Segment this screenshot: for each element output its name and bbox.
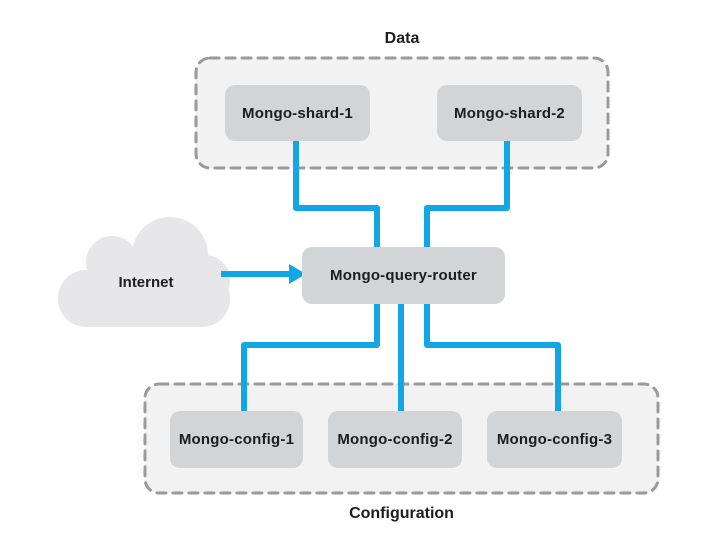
node-mongo-shard-2: Mongo-shard-2 [437,85,582,141]
connector-shard2-router [424,141,510,248]
node-mongo-config-2: Mongo-config-2 [328,411,462,468]
node-mongo-config-1: Mongo-config-1 [170,411,303,468]
node-mongo-config-3: Mongo-config-3 [487,411,622,468]
connector-router-config1 [241,303,380,412]
config-zone-label: Configuration [349,505,454,522]
node-mongo-query-router: Mongo-query-router [302,247,505,304]
data-zone-label: Data [384,30,420,47]
arrow-internet-router [221,264,306,284]
internet-label: Internet [118,274,174,291]
connector-router-config3 [424,303,561,412]
node-mongo-shard-1: Mongo-shard-1 [225,85,370,141]
connector-shard1-router [293,141,380,248]
internet-cloud-icon [58,217,230,327]
